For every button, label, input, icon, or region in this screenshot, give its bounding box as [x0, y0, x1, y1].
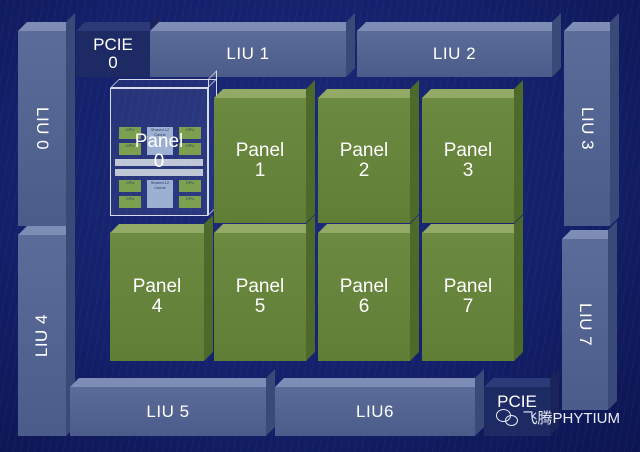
interconnect-bar [115, 159, 203, 166]
panel-7-block: Panel 7 [422, 215, 523, 361]
panel-2-word: Panel [339, 139, 389, 161]
liu-5-block: LIU 5 [70, 369, 275, 436]
panel-4-word: Panel [132, 276, 182, 297]
liu-4-label: LIU 4 [32, 313, 51, 358]
watermark-text: 飞腾PHYTIUM [522, 410, 620, 427]
liu-5-label: LIU 5 [146, 401, 190, 421]
panel-5-word: Panel [235, 276, 285, 297]
pcie-0-block: PCIE 0 [76, 13, 159, 77]
liu-3-label: LIU 3 [578, 106, 597, 151]
liu-2-block: LIU 2 [357, 13, 561, 77]
liu-3-block: LIU 3 [564, 13, 619, 226]
pcie-1-label: PCIE [497, 392, 537, 411]
watermark: 飞腾PHYTIUM [496, 407, 620, 428]
liu-0-block: LIU 0 [18, 13, 75, 226]
panel-5-block: Panel 5 [214, 215, 315, 361]
panel-3-number: 3 [462, 159, 474, 181]
panel-6-number: 6 [358, 296, 370, 317]
interconnect-bar [115, 169, 203, 176]
core-chip: CPU [179, 196, 201, 208]
cache-chip: Shared L2 Cache [147, 127, 173, 155]
panel-3-word: Panel [443, 139, 493, 161]
liu-1-label: LIU 1 [226, 44, 270, 63]
panel-6-word: Panel [339, 276, 389, 297]
core-chip: CPU [179, 143, 201, 155]
liu-0-label: LIU 0 [33, 106, 52, 151]
liu-2-label: LIU 2 [432, 44, 477, 63]
core-chip: CPU [119, 196, 141, 208]
panel-3-block: Panel 3 [422, 80, 523, 223]
core-chip: CPU [179, 127, 201, 139]
liu-4-block: LIU 4 [18, 217, 75, 436]
panel-4-block: Panel 4 [110, 215, 213, 361]
panel-7-number: 7 [462, 296, 474, 317]
panel-6-block: Panel 6 [318, 215, 419, 361]
panel-4-number: 4 [151, 296, 163, 317]
panel-1-word: Panel [235, 139, 285, 161]
core-chip: CPU [119, 180, 141, 192]
cache-chip: Shared L2 Cache [147, 180, 173, 208]
pcie-0-number: 0 [108, 53, 118, 72]
panel-1-block: Panel 1 [214, 80, 315, 223]
pcie-1-block: PCIE [484, 369, 559, 436]
liu-7-block: LIU 7 [562, 221, 617, 410]
panel-0-word: Panel [134, 131, 184, 152]
panel-7-word: Panel [443, 276, 493, 297]
core-chip: CPU [119, 127, 141, 139]
liu-6-label: LIU6 [356, 401, 394, 421]
panel-5-number: 5 [254, 296, 266, 317]
panel-0-number: 0 [153, 151, 165, 172]
liu-1-block: LIU 1 [150, 13, 355, 77]
panel-2-block: Panel 2 [318, 80, 419, 223]
panel-0-block: CPU CPU Shared L2 Cache CPU CPU CPU CPU … [110, 70, 217, 216]
core-chip: CPU [179, 180, 201, 192]
core-chip: CPU [119, 143, 141, 155]
liu-6-block: LIU6 [275, 369, 484, 436]
pcie-0-label: PCIE [93, 35, 133, 54]
panel-1-number: 1 [254, 159, 266, 181]
wechat-icon [496, 408, 519, 427]
panel-2-number: 2 [358, 159, 370, 181]
liu-7-label: LIU 7 [576, 302, 595, 347]
